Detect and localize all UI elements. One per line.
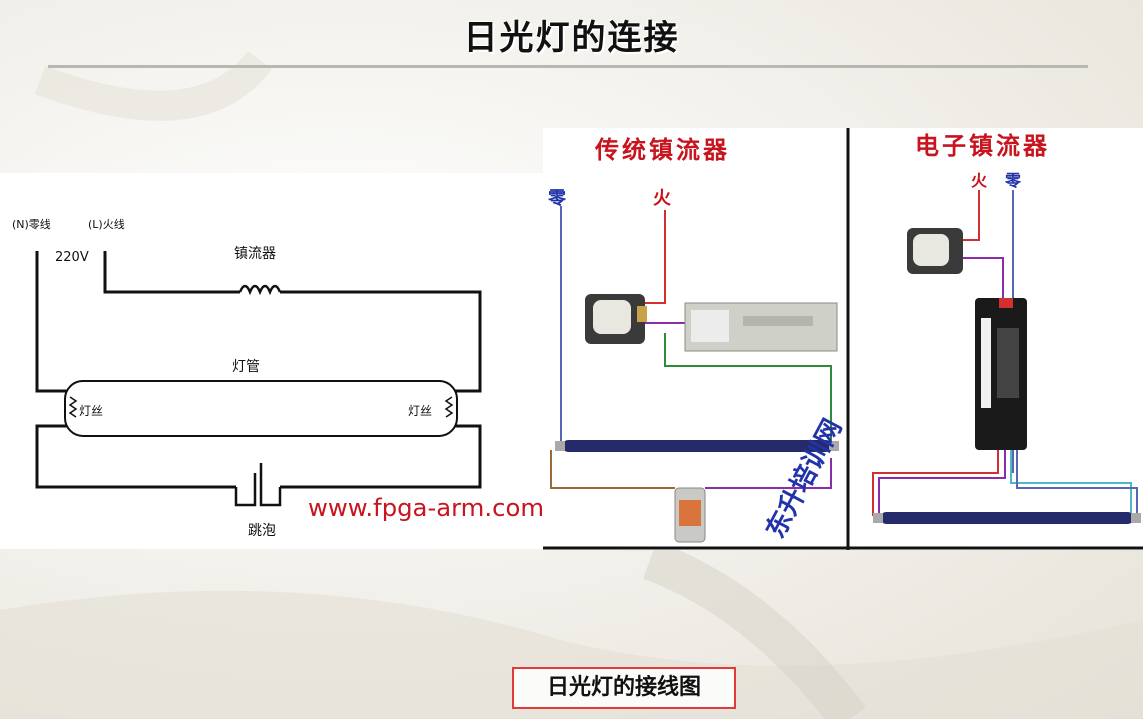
electronic-output-red <box>872 450 999 516</box>
schematic-panel: (N)零线 (L)火线 220V 镇流器 灯管 灯丝 灯丝 跳泡 www.fpg… <box>0 173 544 549</box>
electronic-ballast-icon <box>975 298 1027 450</box>
fluorescent-tube-traditional <box>555 440 839 452</box>
starter-canister-icon <box>674 487 706 543</box>
starter-to-tube-wire <box>705 458 832 489</box>
ballast-to-tube-wire-green <box>664 333 832 443</box>
traditional-live-label: 火 <box>653 188 672 209</box>
figure-caption: 日光灯的接线图 <box>512 667 736 709</box>
tube-to-starter-wire <box>550 450 675 489</box>
wall-switch-icon <box>585 294 647 344</box>
ballast-to-tube-wire <box>280 290 482 393</box>
traditional-neutral-label: 零 <box>547 188 567 209</box>
electronic-switch-to-ballast-wire <box>961 257 1004 298</box>
filament-right-icon <box>444 396 454 418</box>
traditional-ballast-title: 传统镇流器 <box>594 136 730 164</box>
schematic-diagram: (N)零线 (L)火线 220V 镇流器 灯管 灯丝 灯丝 跳泡 www.fpg… <box>12 217 544 539</box>
ballast-coil-icon <box>238 284 282 296</box>
live-label: (L)火线 <box>88 217 125 231</box>
starter-wire-right <box>280 424 482 489</box>
filament-left-label: 灯丝 <box>79 404 103 418</box>
tube-label: 灯管 <box>232 359 260 375</box>
fluorescent-tube-electronic <box>873 512 1141 524</box>
filament-right-label: 灯丝 <box>408 404 432 418</box>
electronic-live-wire <box>961 190 980 241</box>
filament-left-icon <box>68 396 78 418</box>
neutral-label: (N)零线 <box>12 217 51 231</box>
electronic-neutral-label: 零 <box>1004 171 1022 190</box>
website-watermark: www.fpga-arm.com <box>308 494 544 522</box>
tube-outline <box>64 380 458 437</box>
electronic-live-label: 火 <box>971 171 988 190</box>
voltage-label: 220V <box>55 250 89 265</box>
starter-label: 跳泡 <box>248 523 276 539</box>
traditional-live-wire <box>643 210 666 304</box>
starter-wire-left <box>35 424 236 489</box>
wall-switch-icon-electronic <box>907 228 963 274</box>
page-title: 日光灯的连接 <box>463 18 680 58</box>
electronic-ballast-title: 电子镇流器 <box>915 132 1050 160</box>
title-divider <box>48 65 1088 68</box>
wiring-photo-panel: 传统镇流器 电子镇流器 零 火 火 零 <box>543 128 1143 550</box>
wiring-photo-diagram: 传统镇流器 电子镇流器 零 火 火 零 <box>543 128 1143 550</box>
handwritten-watermark: 东升培训网 <box>760 414 848 543</box>
electronic-output-cyan <box>1010 450 1132 516</box>
starter-icon <box>234 463 282 507</box>
neutral-wire <box>35 251 67 393</box>
electronic-output-blue <box>1016 450 1138 516</box>
live-wire <box>103 251 240 294</box>
ballast-label: 镇流器 <box>234 246 276 262</box>
electronic-output-purple <box>878 450 1006 516</box>
magnetic-ballast-icon <box>684 302 838 352</box>
